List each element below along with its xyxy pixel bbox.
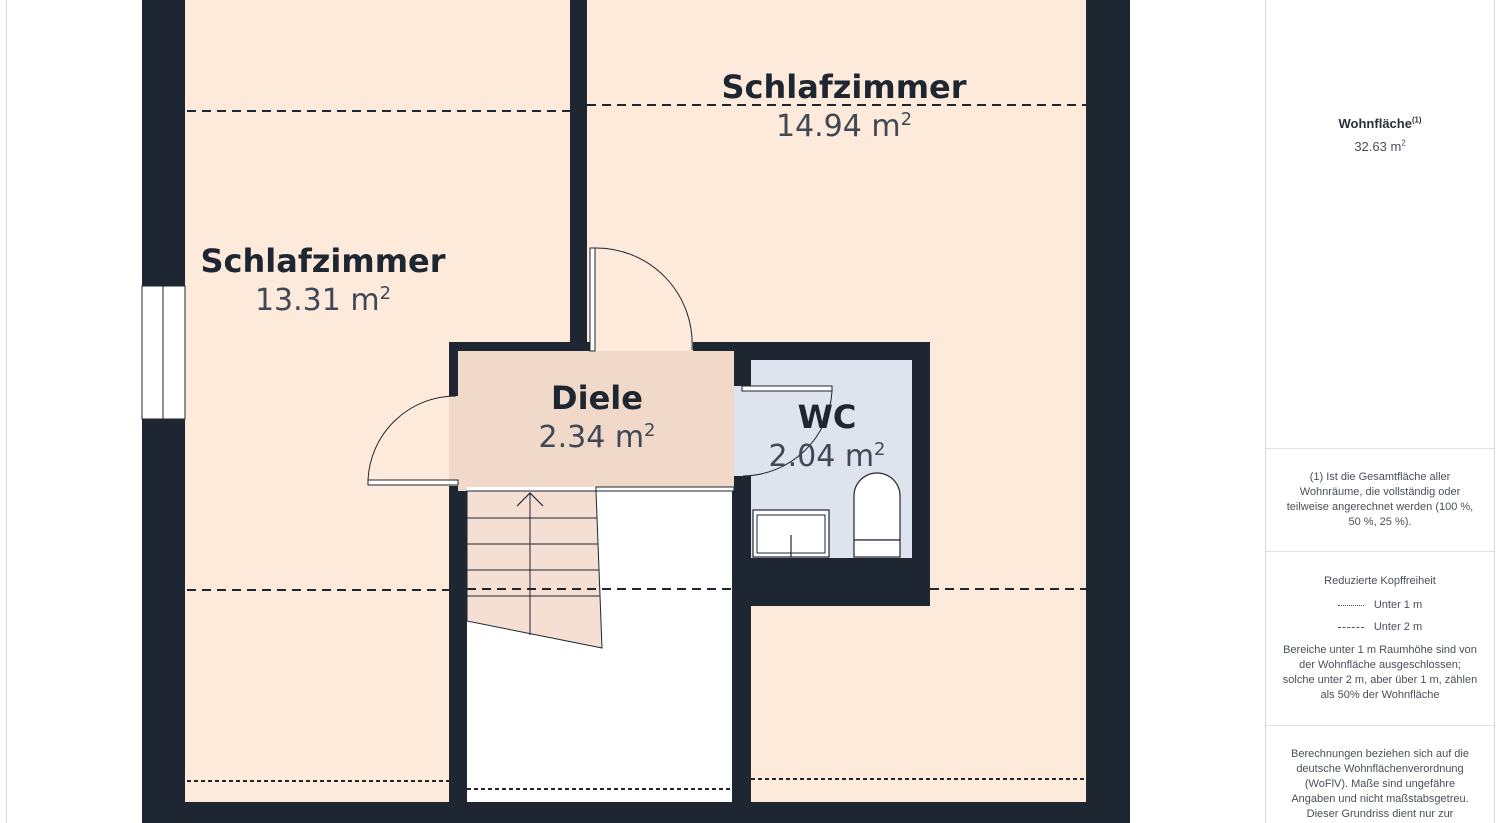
headroom-title: Reduzierte Kopffreiheit — [1324, 575, 1436, 587]
wc-toilet — [853, 472, 901, 541]
door-swing-left — [367, 395, 457, 481]
sidebar-divider — [1266, 448, 1494, 449]
room-label-wc: WC 2.04 m2 — [747, 397, 907, 477]
door-opening-top — [590, 342, 693, 351]
legend-under-2m: Unter 2 m — [1266, 621, 1494, 633]
room-area: 2.34 m2 — [538, 420, 656, 455]
room-fill-lower-right — [751, 606, 1086, 802]
door-swing-wc — [742, 390, 833, 477]
legend-under-1m: Unter 1 m — [1266, 599, 1494, 611]
sidebar-left-border — [1265, 0, 1266, 823]
door-opening-left — [449, 396, 458, 486]
dashed-line-swatch — [1337, 626, 1364, 628]
door-swing-top — [594, 247, 693, 351]
room-area: 14.94 m2 — [775, 109, 913, 144]
stair-direction-arrow — [516, 492, 544, 507]
headroom-lines-under-2m — [187, 104, 1086, 591]
floor-plan-drawing — [141, 0, 1130, 823]
floor-plan: Schlafzimmer 14.94 m2 Schlafzimmer 13.31… — [141, 0, 1130, 823]
door-opening-wc — [734, 386, 751, 476]
room-name: WC — [797, 398, 857, 436]
footnote-text: (1) Ist die Gesamtfläche aller Wohnräume… — [1286, 471, 1474, 528]
room-label-diele: Diele 2.34 m2 — [497, 378, 697, 458]
room-label-schlafzimmer-left: Schlafzimmer 13.31 m2 — [173, 241, 473, 321]
room-label-schlafzimmer-right: Schlafzimmer 14.94 m2 — [694, 67, 994, 147]
right-frame-line — [1494, 0, 1495, 823]
sidebar-divider — [1266, 551, 1494, 552]
room-name: Diele — [551, 379, 643, 417]
stair-rail — [595, 486, 735, 492]
headroom-text: Bereiche unter 1 m Raumhöhe sind von der… — [1282, 644, 1478, 701]
living-area-block: Wohnfläche(1) 32.63 m2 — [1266, 116, 1494, 154]
disclaimer-text: Berechnungen beziehen sich auf die deuts… — [1291, 748, 1469, 820]
dotted-line-swatch — [1337, 604, 1364, 606]
room-fill-right-strip — [930, 342, 1086, 606]
living-area-value: 32.63 m2 — [1354, 138, 1406, 154]
room-fill-diele — [458, 351, 734, 491]
room-name: Schlafzimmer — [721, 68, 967, 106]
headroom-legend: Reduzierte Kopffreiheit Unter 1 m Unter … — [1266, 574, 1494, 703]
room-name: Schlafzimmer — [200, 242, 446, 280]
living-area-title: Wohnfläche(1) — [1338, 115, 1422, 131]
stair-steps — [467, 493, 600, 635]
headroom-lines-under-1m — [187, 778, 1086, 790]
info-sidebar: Wohnfläche(1) 32.63 m2 (1) Ist die Gesam… — [1266, 0, 1494, 823]
room-area: 13.31 m2 — [254, 283, 392, 318]
left-frame-line — [6, 0, 7, 823]
room-area: 2.04 m2 — [768, 439, 886, 474]
sidebar-divider — [1266, 725, 1494, 726]
